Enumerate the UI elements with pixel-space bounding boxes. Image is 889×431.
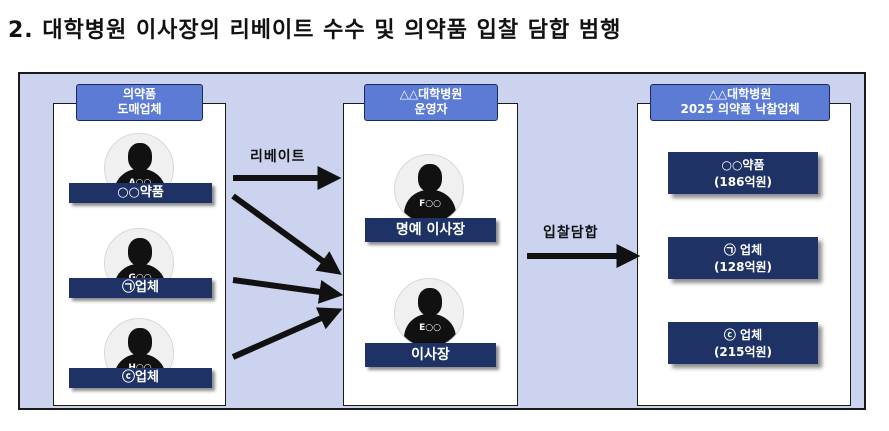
bid-rigging-label: 입찰담합 bbox=[543, 225, 599, 241]
operator-label: 이사장 bbox=[365, 343, 496, 367]
rebate-arrow bbox=[231, 307, 343, 360]
supplier-label: ㉠업체 bbox=[69, 278, 212, 298]
operator-label: 명예 이사장 bbox=[365, 218, 496, 242]
winner-box: ○○약품 (186억원) bbox=[668, 152, 818, 194]
person-code: F○○ bbox=[419, 199, 441, 209]
winner-name: ㉠ 업체 bbox=[723, 243, 763, 257]
operator-header-line1: △△대학병원 bbox=[399, 87, 463, 101]
rebate-arrow bbox=[232, 277, 344, 304]
person-code: E○○ bbox=[419, 323, 441, 333]
supplier-label: ○○약품 bbox=[69, 183, 212, 203]
supplier-panel-header: 의약품 도매업체 bbox=[76, 84, 203, 121]
winner-amount: (128억원) bbox=[713, 260, 773, 274]
person-icon: E○○ bbox=[394, 278, 464, 348]
winner-box: ㉠ 업체 (128억원) bbox=[668, 237, 818, 279]
winner-amount: (186억원) bbox=[713, 175, 773, 189]
winner-name: ○○약품 bbox=[721, 158, 765, 172]
person-icon: F○○ bbox=[394, 154, 464, 224]
winner-name: ⓒ 업체 bbox=[723, 328, 763, 342]
winner-amount: (215억원) bbox=[713, 345, 773, 359]
supplier-header-line1: 의약품 bbox=[122, 87, 157, 101]
winner-box: ⓒ 업체 (215억원) bbox=[668, 322, 818, 364]
supplier-label: ⓒ업체 bbox=[69, 368, 212, 388]
page-title: 2. 대학병원 이사장의 리베이트 수수 및 의약품 입찰 담합 범행 bbox=[8, 18, 622, 43]
winner-header-line1: △△대학병원 bbox=[708, 87, 772, 101]
winner-header-line2: 2025 의약품 낙찰업체 bbox=[680, 102, 800, 116]
hospital-operator-header: △△대학병원 운영자 bbox=[364, 84, 498, 121]
supplier-header-line2: 도매업체 bbox=[117, 102, 162, 116]
winning-bidder-header: △△대학병원 2025 의약품 낙찰업체 bbox=[650, 84, 830, 121]
rebate-arrow bbox=[231, 193, 342, 275]
rebate-label: 리베이트 bbox=[250, 149, 306, 165]
operator-header-line2: 운영자 bbox=[414, 102, 448, 116]
